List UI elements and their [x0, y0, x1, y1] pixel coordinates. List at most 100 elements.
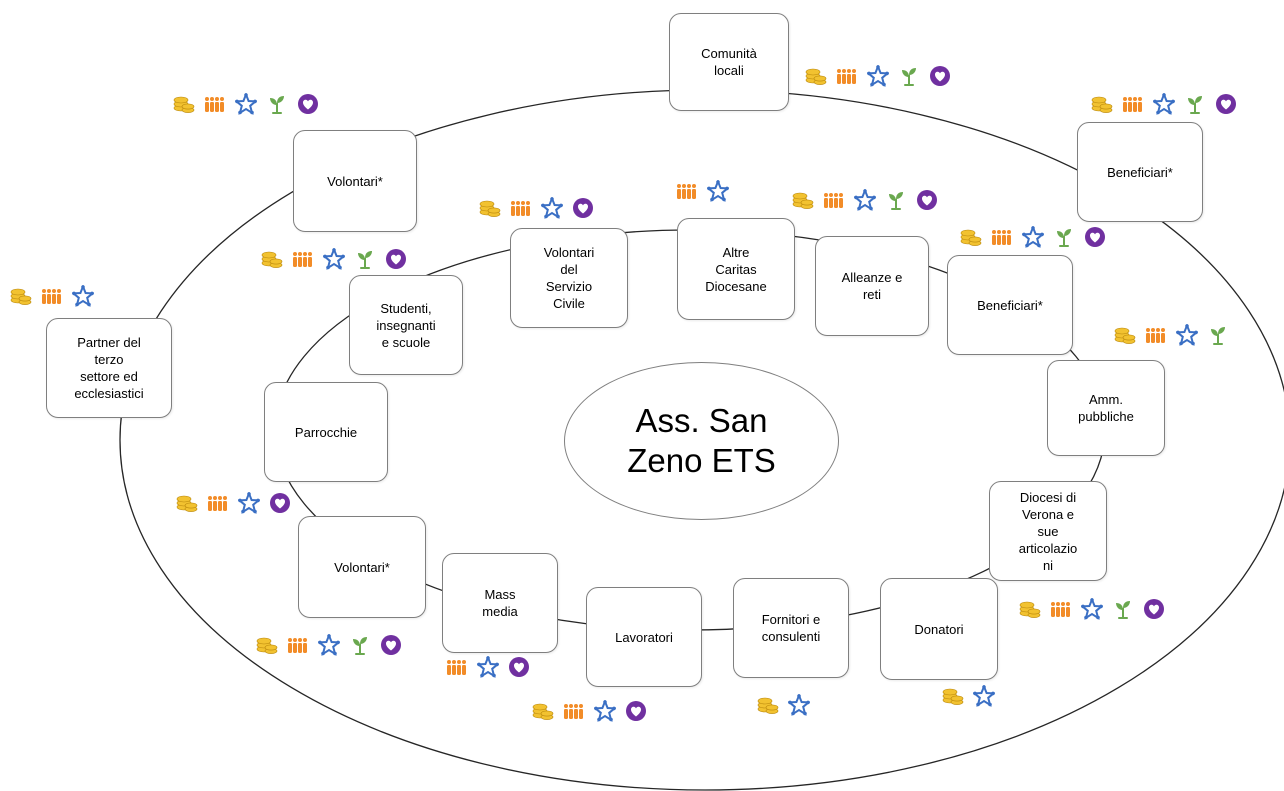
coins-icon [176, 492, 198, 514]
node-fornitori-consulenti[interactable]: Fornitori e consulenti [733, 578, 849, 678]
sprout-icon [898, 65, 920, 87]
node-studenti-insegnanti-scuole[interactable]: Studenti, insegnanti e scuole [349, 275, 463, 375]
star-network-icon [541, 197, 563, 219]
icons-donatori [942, 685, 995, 707]
people-icon [676, 180, 698, 202]
sprout-icon [1053, 226, 1075, 248]
icons-volontari-bottom [256, 634, 402, 656]
sprout-icon [266, 93, 288, 115]
heart-icon [572, 197, 594, 219]
coins-icon [256, 634, 278, 656]
coins-icon [960, 226, 982, 248]
people-icon [207, 492, 229, 514]
people-icon [204, 93, 226, 115]
icons-alleanze [792, 189, 938, 211]
coins-icon [1114, 324, 1136, 346]
sprout-icon [349, 634, 371, 656]
icons-diocesi [1019, 598, 1165, 620]
icons-fornitori [757, 694, 810, 716]
people-icon [991, 226, 1013, 248]
node-altre-caritas[interactable]: Altre Caritas Diocesane [677, 218, 795, 320]
node-amm-pubbliche[interactable]: Amm. pubbliche [1047, 360, 1165, 456]
node-beneficiari-inner[interactable]: Beneficiari* [947, 255, 1073, 355]
people-icon [1050, 598, 1072, 620]
sprout-icon [1184, 93, 1206, 115]
star-network-icon [238, 492, 260, 514]
coins-icon [805, 65, 827, 87]
node-volontari-top[interactable]: Volontari* [293, 130, 417, 232]
icons-caritas [676, 180, 729, 202]
icons-partner [10, 285, 94, 307]
icons-amm [1114, 324, 1229, 346]
heart-icon [625, 700, 647, 722]
coins-icon [1091, 93, 1113, 115]
people-icon [836, 65, 858, 87]
node-lavoratori[interactable]: Lavoratori [586, 587, 702, 687]
icons-beneficiari-outer [1091, 93, 1237, 115]
star-network-icon [323, 248, 345, 270]
node-beneficiari-outer[interactable]: Beneficiari* [1077, 122, 1203, 222]
star-network-icon [477, 656, 499, 678]
star-network-icon [1022, 226, 1044, 248]
coins-icon [942, 685, 964, 707]
heart-icon [929, 65, 951, 87]
heart-icon [385, 248, 407, 270]
people-icon [823, 189, 845, 211]
icons-mass-media [446, 656, 530, 678]
sprout-icon [1112, 598, 1134, 620]
node-donatori[interactable]: Donatori [880, 578, 998, 680]
people-icon [563, 700, 585, 722]
star-network-icon [594, 700, 616, 722]
icons-beneficiari-inner [960, 226, 1106, 248]
people-icon [41, 285, 63, 307]
people-icon [510, 197, 532, 219]
star-network-icon [72, 285, 94, 307]
heart-icon [1215, 93, 1237, 115]
icons-studenti [261, 248, 407, 270]
center-organization: Ass. San Zeno ETS [564, 362, 839, 520]
star-network-icon [1153, 93, 1175, 115]
coins-icon [479, 197, 501, 219]
icons-volontari-top [173, 93, 319, 115]
coins-icon [532, 700, 554, 722]
people-icon [287, 634, 309, 656]
people-icon [292, 248, 314, 270]
coins-icon [173, 93, 195, 115]
star-network-icon [1081, 598, 1103, 620]
icons-lavoratori [532, 700, 647, 722]
node-mass-media[interactable]: Mass media [442, 553, 558, 653]
node-comunita-locali[interactable]: Comunità locali [669, 13, 789, 111]
coins-icon [1019, 598, 1041, 620]
coins-icon [757, 694, 779, 716]
node-alleanze-reti[interactable]: Alleanze e reti [815, 236, 929, 336]
sprout-icon [354, 248, 376, 270]
star-network-icon [707, 180, 729, 202]
heart-icon [508, 656, 530, 678]
heart-icon [380, 634, 402, 656]
heart-icon [916, 189, 938, 211]
node-volontari-bottom[interactable]: Volontari* [298, 516, 426, 618]
star-network-icon [1176, 324, 1198, 346]
star-network-icon [788, 694, 810, 716]
heart-icon [269, 492, 291, 514]
star-network-icon [973, 685, 995, 707]
icons-comunita [805, 65, 951, 87]
coins-icon [10, 285, 32, 307]
sprout-icon [885, 189, 907, 211]
node-parrocchie[interactable]: Parrocchie [264, 382, 388, 482]
coins-icon [792, 189, 814, 211]
heart-icon [297, 93, 319, 115]
people-icon [446, 656, 468, 678]
node-diocesi-verona[interactable]: Diocesi di Verona e sue articolazio ni [989, 481, 1107, 581]
people-icon [1145, 324, 1167, 346]
heart-icon [1084, 226, 1106, 248]
star-network-icon [235, 93, 257, 115]
star-network-icon [318, 634, 340, 656]
star-network-icon [867, 65, 889, 87]
coins-icon [261, 248, 283, 270]
icons-servizio-civile [479, 197, 594, 219]
people-icon [1122, 93, 1144, 115]
node-volontari-servizio-civile[interactable]: Volontari del Servizio Civile [510, 228, 628, 328]
node-partner-terzo-settore[interactable]: Partner del terzo settore ed ecclesiasti… [46, 318, 172, 418]
